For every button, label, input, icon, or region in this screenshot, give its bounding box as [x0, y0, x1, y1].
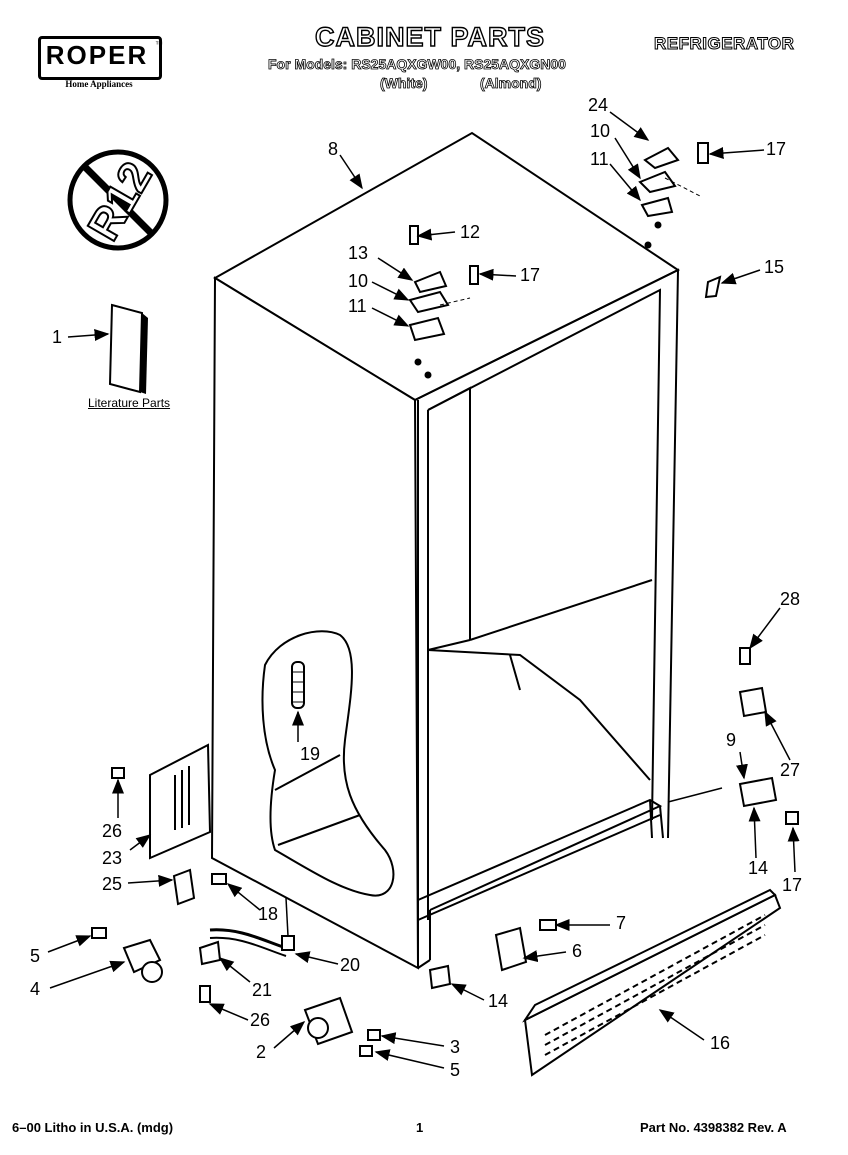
callout-14-right: 14	[748, 858, 769, 878]
callout-23: 23	[102, 848, 123, 868]
callout-25: 25	[102, 874, 123, 894]
literature-parts-label: Literature Parts	[88, 396, 171, 410]
part-number: Part No. 4398382 Rev. A	[640, 1120, 787, 1135]
callout-17-bottom-right: 17	[782, 875, 803, 895]
callout-1: 1	[52, 327, 63, 347]
callout-20: 20	[340, 955, 361, 975]
back-panel-part	[111, 743, 212, 860]
trademark-mark: ™	[155, 40, 163, 49]
right-hinge-assembly	[638, 142, 722, 299]
callout-28: 28	[780, 589, 801, 609]
water-tube-part	[198, 928, 295, 1003]
callout-8: 8	[328, 139, 339, 159]
roper-logo	[38, 36, 162, 80]
page-title: CABINET PARTS	[314, 21, 545, 52]
callout-17-top-left: 17	[520, 265, 541, 285]
callout-5-left: 5	[30, 946, 41, 966]
callout-2: 2	[256, 1042, 267, 1062]
callout-3: 3	[450, 1037, 461, 1057]
page-number: 1	[416, 1120, 424, 1135]
callout-21: 21	[252, 980, 273, 1000]
model-numbers: For Models: RS25AQXGW00, RS25AQXGN00	[268, 56, 567, 73]
roller-bracket-part	[303, 996, 381, 1057]
callout-27: 27	[780, 760, 801, 780]
product-category: REFRIGERATOR	[653, 34, 795, 54]
callout-12: 12	[460, 222, 481, 242]
callout-6: 6	[572, 941, 583, 961]
cabinet-shell	[210, 131, 680, 970]
callout-17-top-right: 17	[766, 139, 787, 159]
variant-white: (White)	[380, 75, 428, 92]
callout-26-lower: 26	[250, 1010, 271, 1030]
r12-no-symbol-icon: R12	[67, 149, 169, 251]
callout-11-left: 11	[348, 296, 367, 316]
toe-grille-part	[522, 888, 782, 1077]
brand-tagline: Home Appliances	[65, 79, 133, 89]
callout-13: 13	[348, 243, 369, 263]
callout-24: 24	[588, 95, 609, 115]
leveling-bracket-part	[428, 919, 557, 990]
callout-18: 18	[258, 904, 279, 924]
callout-15: 15	[764, 257, 785, 277]
callout-16: 16	[710, 1033, 731, 1053]
callout-5-bottom: 5	[450, 1060, 461, 1080]
callout-4: 4	[30, 979, 41, 999]
bracket-part-25	[172, 868, 227, 906]
drain-tube-part	[291, 661, 305, 709]
variant-almond: (Almond)	[480, 75, 542, 92]
callout-19: 19	[300, 744, 321, 764]
callout-26-upper: 26	[102, 821, 123, 841]
footer-print-info: 6–00 Litho in U.S.A. (mdg)	[12, 1120, 174, 1135]
callout-11-right: 11	[590, 149, 609, 169]
callout-10-right: 10	[590, 121, 611, 141]
leader-lines	[47, 111, 800, 1069]
roper-logo-text: ROPER	[45, 40, 149, 70]
callout-10-left: 10	[348, 271, 369, 291]
literature-booklet-icon	[108, 303, 148, 394]
callout-9: 9	[726, 730, 737, 750]
callout-14-bottom: 14	[488, 991, 509, 1011]
caster-part	[91, 927, 163, 983]
callout-7: 7	[616, 913, 627, 933]
